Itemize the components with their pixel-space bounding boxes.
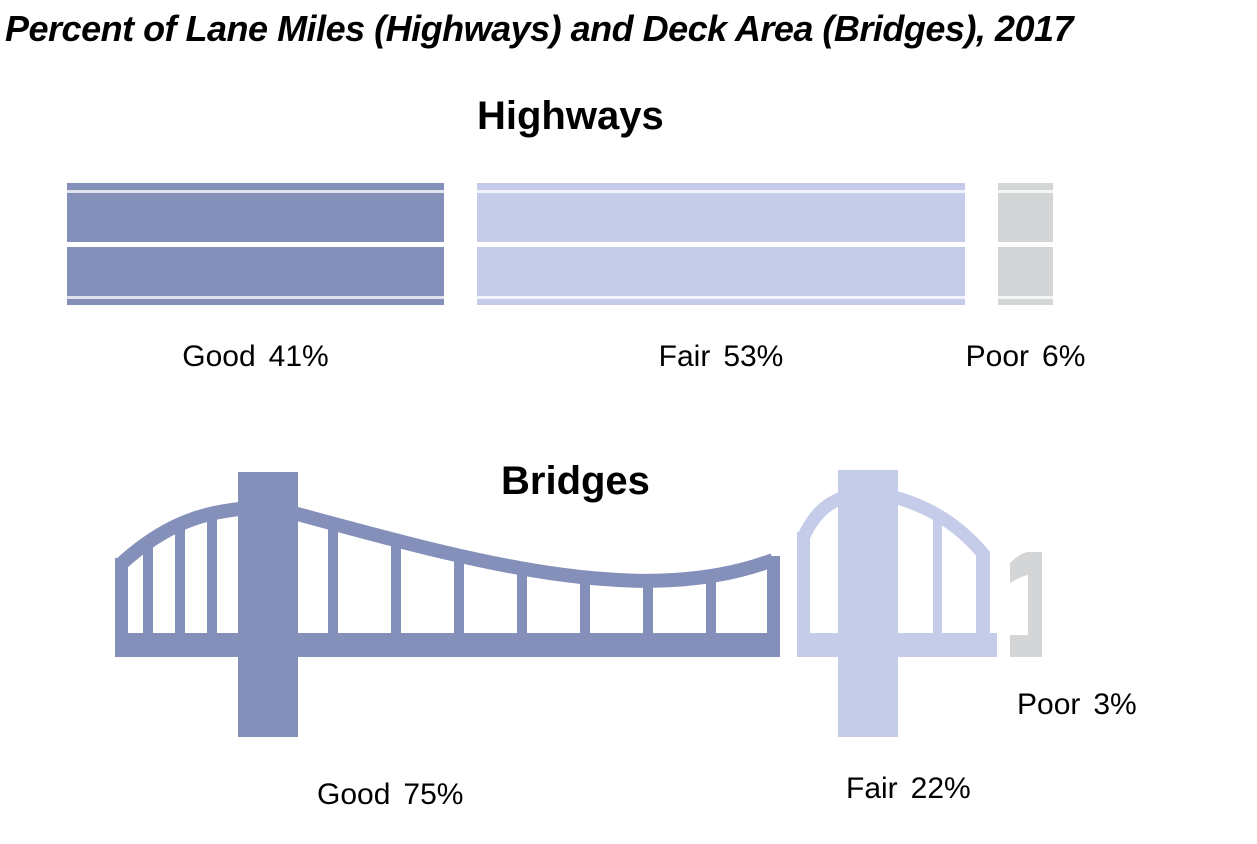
value-text: 22% [910, 772, 971, 805]
highway-poor-label: Poor 6% [966, 340, 1086, 374]
poor-bridge-structure [1010, 552, 1042, 657]
road-edge-line-bottom [67, 296, 444, 299]
value-text: 75% [403, 778, 464, 811]
fair-bridge-icon [797, 470, 997, 737]
condition-text: Fair [846, 772, 898, 805]
road-edge-line-bottom [477, 296, 965, 299]
road-center-line [998, 242, 1053, 247]
value-text: 3% [1093, 688, 1137, 721]
good-bridge-structure [115, 472, 780, 737]
good-bridge-left-cable [116, 501, 256, 570]
highway-fair-road-bar [477, 183, 965, 305]
bridge-poor-label: Poor 3% [1017, 688, 1137, 722]
poor-bridge-icon [1010, 552, 1042, 657]
value-text: 6% [1042, 340, 1086, 373]
value-text: 53% [723, 340, 784, 373]
highway-fair-label: Fair 53% [659, 340, 784, 374]
value-text: 41% [268, 340, 329, 373]
road-edge-line-top [67, 190, 444, 193]
road-center-line [477, 242, 965, 247]
fair-bridge-structure [797, 470, 997, 737]
road-edge-line-bottom [998, 296, 1053, 299]
bridges-heading: Bridges [501, 459, 650, 503]
highways-heading: Highways [477, 94, 664, 138]
good-bridge-right-cable [273, 501, 776, 588]
condition-text: Good [182, 340, 256, 373]
road-edge-line-top [477, 190, 965, 193]
bridge-good-label: Good 75% [317, 778, 463, 812]
chart-title: Percent of Lane Miles (Highways) and Dec… [5, 8, 1074, 49]
condition-text: Poor [965, 340, 1030, 373]
road-edge-line-top [998, 190, 1053, 193]
bridge-fair-label: Fair 22% [846, 772, 971, 806]
condition-text: Poor [1017, 688, 1081, 721]
condition-text: Fair [658, 340, 711, 373]
fair-bridge-suspenders [933, 494, 942, 640]
good-bridge-icon [115, 472, 780, 737]
highway-poor-road-bar [998, 183, 1053, 305]
road-center-line [67, 242, 444, 247]
condition-text: Good [317, 778, 391, 811]
highway-good-label: Good 41% [182, 340, 328, 374]
highway-good-road-bar [67, 183, 444, 305]
